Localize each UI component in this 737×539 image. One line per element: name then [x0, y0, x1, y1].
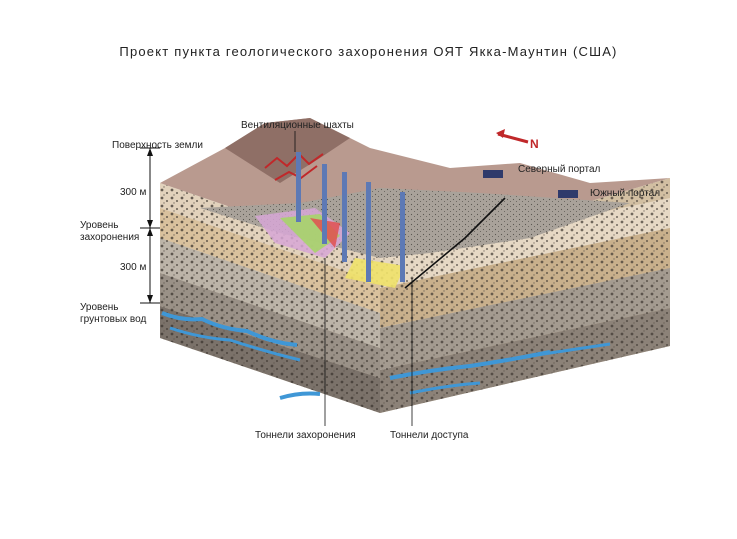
disposal-level-label-1: Уровень: [80, 220, 119, 231]
groundwater-label-2: грунтовых вод: [80, 314, 146, 325]
north-portal-label: Северный портал: [518, 164, 601, 175]
shaft-1: [296, 152, 301, 222]
depth-upper-label: 300 м: [120, 187, 146, 198]
south-portal-label: Южный портал: [590, 188, 660, 199]
page-title: Проект пункта геологического захоронения…: [119, 44, 618, 59]
shaft-5: [400, 192, 405, 282]
groundwater-label-1: Уровень: [80, 302, 119, 313]
vent-shafts: [296, 152, 405, 282]
depth-scale: [140, 147, 160, 304]
repository-diagram: N Поверхность земли 300 м Уровень захоро…: [50, 108, 675, 453]
disposal-tunnels-label: Тоннели захоронения: [255, 430, 356, 441]
shaft-4: [366, 182, 371, 282]
north-arrow-icon: N: [496, 129, 539, 151]
shaft-3: [342, 172, 347, 262]
groundwater-zone: [161, 311, 611, 400]
shaft-2: [322, 164, 327, 244]
vent-shafts-label: Вентиляционные шахты: [241, 120, 354, 131]
disposal-level-label-2: захоронения: [80, 232, 139, 243]
south-portal-marker: [558, 190, 578, 198]
block-diagram-svg: N Поверхность земли 300 м Уровень захоро…: [80, 118, 670, 441]
north-portal-marker: [483, 170, 503, 178]
access-tunnels-label: Тоннели доступа: [390, 430, 469, 441]
north-arrow-label: N: [530, 137, 539, 151]
access-tunnel-path: [404, 197, 506, 289]
surface-label: Поверхность земли: [112, 140, 203, 151]
depth-lower-label: 300 м: [120, 262, 146, 273]
